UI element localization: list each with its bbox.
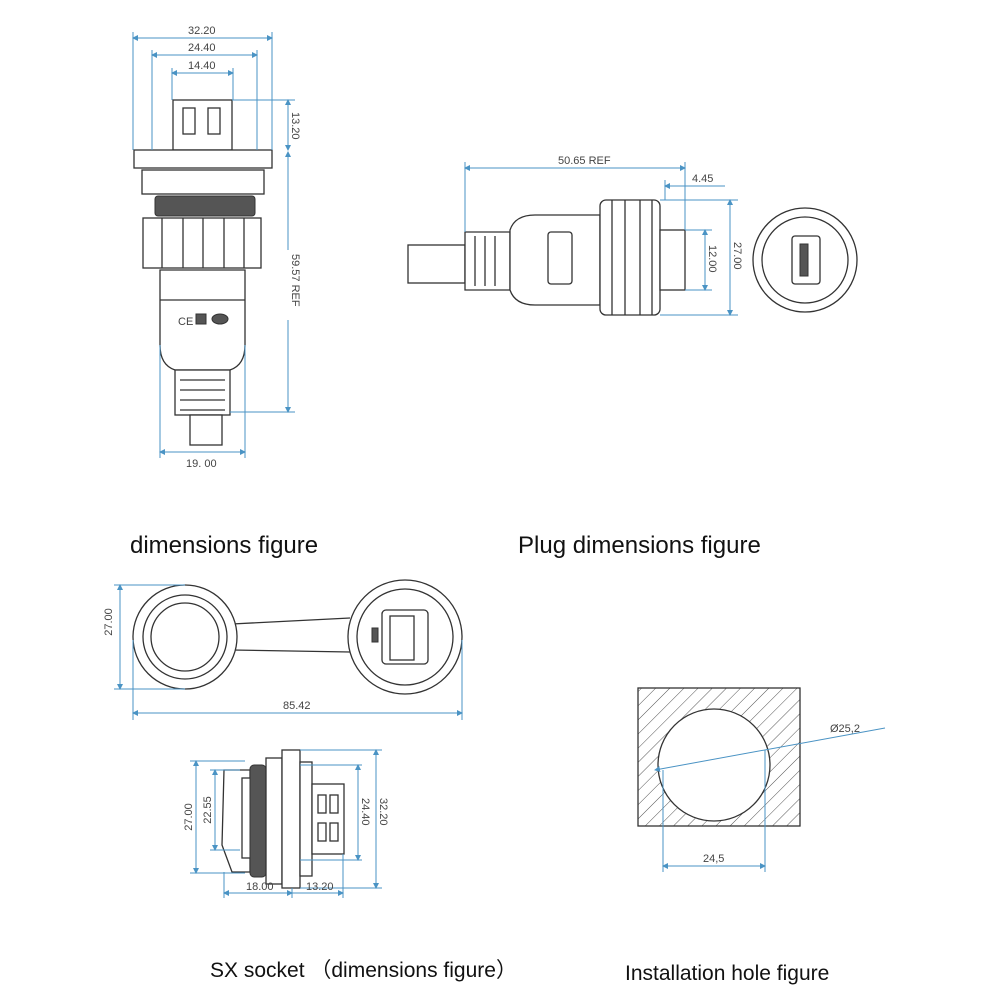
socket-front-view: CE 32.20 24.40 14.40 13.20 59.57 REF 19.… [132, 25, 301, 470]
dim-hole-width: 24,5 [703, 853, 724, 865]
dim-13-20-sx: 13.20 [306, 881, 334, 893]
caption-installation-hole-figure: Installation hole figure [625, 962, 829, 985]
dim-12-00: 12.00 [706, 245, 718, 273]
dim-32-20: 32.20 [188, 25, 216, 37]
dim-27-00-cap: 27.00 [103, 608, 115, 636]
dim-85-42: 85.42 [283, 700, 311, 712]
dim-22-55: 22.55 [202, 796, 214, 824]
dim-24-40-sx: 24.40 [359, 798, 371, 826]
dim-27-00-plug: 27.00 [731, 242, 743, 270]
plug-front-view [752, 207, 858, 313]
dim-27-00-sx: 27.00 [183, 803, 195, 831]
dim-18-00: 18.00 [246, 881, 274, 893]
dim-59-57-ref: 59.57 REF [289, 254, 301, 307]
dim-4-45: 4.45 [692, 173, 713, 185]
dim-13-20: 13.20 [289, 112, 301, 140]
ce-mark-logo: CE [178, 316, 193, 328]
cap-and-socket-front-view: 27.00 85.42 [103, 579, 463, 720]
dim-14-40: 14.40 [188, 60, 216, 72]
dim-24-40: 24.40 [188, 42, 216, 54]
sx-socket-side-view: 27.00 22.55 24.40 32.20 18.00 13.20 [183, 749, 389, 898]
installation-hole-view: Ø25,2 24,5 [637, 687, 886, 872]
plug-side-view: 50.65 REF 4.45 27.00 12.00 [407, 155, 743, 316]
caption-sx-socket: SX socket （dimensions figure） [210, 959, 517, 982]
dim-50-65-ref: 50.65 REF [558, 155, 611, 167]
dim-19-00: 19. 00 [186, 458, 217, 470]
dim-hole-diameter: Ø25,2 [830, 723, 860, 735]
dim-32-20-sx: 32.20 [377, 798, 389, 826]
caption-dimensions-figure: dimensions figure [130, 532, 318, 559]
caption-plug-dimensions-figure: Plug dimensions figure [518, 532, 761, 559]
